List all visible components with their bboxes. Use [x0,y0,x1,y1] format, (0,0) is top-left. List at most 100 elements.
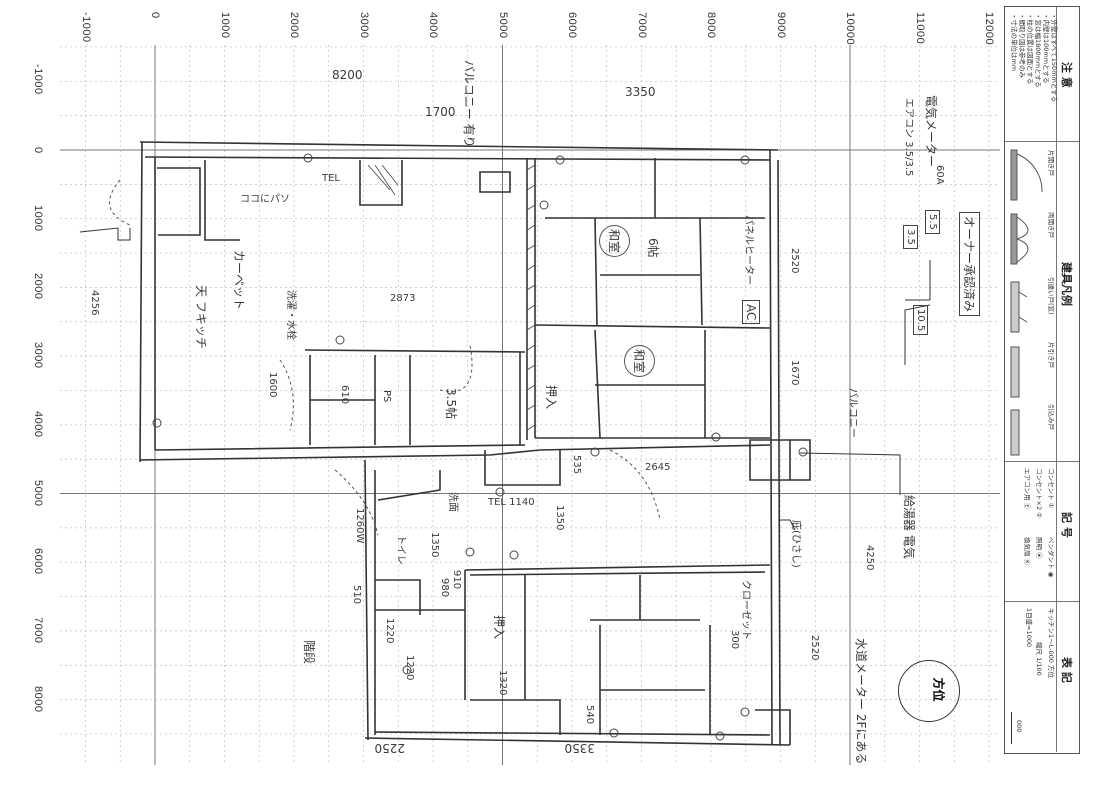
toilet-label: トイレ [395,535,406,565]
entry-closet [157,160,240,241]
scale-bar-label: 000 [1015,720,1023,733]
fitting-item: 両開き戸 [1047,212,1055,238]
dimension-label: 2645 [645,462,671,473]
owner-approved-note: オーナー承認済み [959,212,980,317]
x-tick-label: 5000 [496,12,509,39]
dimension-label: 1320 [497,670,508,696]
x-tick-label: 10000 [844,12,856,46]
value-box: 3.5 [903,225,918,249]
y-tick-label: 1000 [32,204,44,232]
tatami-lines [545,158,765,439]
senmen-label: 洗面 [447,492,458,512]
stair-box [755,709,791,745]
dimension-label: 610 [339,385,350,405]
x-tick-label: -1000 [79,12,92,43]
aircon-note: エアコン 3.5/3.5 [903,98,914,177]
notes-title: 注 意 [1060,62,1073,88]
dimension-label: 910 [451,570,462,590]
tatami-size-label: 6帖 [646,238,660,258]
panel-heater-label: パネルヒーター [743,215,754,285]
tel-label: TEL 1140 [488,497,535,508]
y-tick-label: 3000 [32,342,44,369]
ps-label: PS [381,390,392,403]
carpet-label: カーペット [232,250,246,311]
dimension-label: 4250 [864,545,875,571]
y-tick-label: 4000 [32,410,44,438]
leader-lines [79,227,931,531]
x-tick-label: 9000 [774,12,787,39]
symbol-item: ペンダント ◉ [1047,537,1055,578]
dimension-label: 535 [571,455,582,475]
symbols-section: 記 号 コンセント ① コンセント×2 ② エアコン用 Ⓔ ペンダント ◉ 照明… [1005,462,1079,602]
symbol-item: コンセント×2 ② [1035,468,1043,518]
lower-rooms [464,564,771,735]
notation-item: 縮尺 1/100 [1035,642,1043,676]
dimension-label: 2520 [809,635,820,661]
hatching [367,164,536,431]
electric-meter-note: 電気メーター [924,95,938,168]
y-tick-label: 7000 [32,616,44,644]
ac-label: AC [742,300,760,325]
dimension-label: 1260W [354,508,365,544]
x-tick-label: 2000 [288,12,300,39]
balcony-note: バルコニー 有り [462,60,476,148]
x-tick-label: 6000 [566,12,578,39]
x-tick-label: 0 [149,12,161,19]
fitting-item: 片引き戸 [1047,342,1055,368]
dimension-label: 1670 [789,360,800,386]
symbols-title: 記 号 [1060,512,1073,538]
x-tick-label: 1000 [218,12,231,39]
y-tick-label: 5000 [32,479,44,506]
walls [139,141,811,746]
value-box: 5.5 [925,210,940,234]
outlet-symbols [152,153,808,741]
room-size-label: 3.5帖 [444,388,458,420]
eaves-label: 庇(ひさし) [790,520,801,568]
right-wall [769,149,781,746]
upper-bottom-wall [139,444,771,461]
x-tick-label: 12000 [983,12,995,46]
water-heater-label: 給湯器 電気 [902,495,916,559]
dimension-label: 1220 [384,618,395,644]
y-tick-label: 6000 [32,548,44,575]
notes-section: 注 意 ・外壁はすべて150mmとする ・内壁は100mmとする ・窓は幅180… [1005,7,1079,142]
notation-section: 表 記 キッチン1～L-000 方位 1目盛=1000 縮尺 1/100 000 [1005,602,1079,752]
notation-item: キッチン1～L-000 方位 [1047,608,1055,678]
fitting-symbols [1010,149,1043,456]
legend-panel: 注 意 ・外壁はすべて150mmとする ・内壁は100mmとする ・窓は幅180… [1004,6,1080,754]
dimension-label: 1700 [425,105,456,119]
note-item: ・内壁は100mmとする [1042,13,1050,84]
grid-lines [60,45,1000,765]
note-item: ・間取り図は参考のみ [1018,13,1026,78]
x-tick-label: 3000 [357,12,370,39]
oshiire-label: 押入 [492,615,506,640]
note-item: ・柱の位置は図面とする [1026,13,1034,85]
dimension-label: 1600 [267,372,278,398]
notation-title: 表 記 [1060,657,1073,683]
y-tick-label: -1000 [32,63,44,95]
x-tick-label: 7000 [635,12,648,39]
lower-left-wall [364,459,376,741]
dimension-label: 2250 [374,741,405,755]
pc-note: ココにパソ [240,194,290,205]
tel-label: TEL [322,173,340,184]
y-tick-label: 0 [32,146,44,154]
water-meter-note: 水道メーター 2Fにある [854,638,868,765]
dimension-label: 4256 [89,290,100,316]
note-item: ・窓は幅1800mmとする [1034,13,1042,88]
room-divider [534,324,771,439]
note-item: ・外壁はすべて150mmとする [1050,13,1058,103]
hatched-wall [526,158,536,440]
stairs-label: 階段 [302,640,316,665]
balcony-label: バルコニー [847,388,858,438]
dimension-label: 300 [729,630,740,650]
stove [479,171,511,193]
dimension-label: 540 [584,705,595,725]
y-tick-label: 8000 [32,685,44,713]
symbol-item: エアコン用 Ⓔ [1023,468,1031,510]
fittings-section: 建具凡例 片開き戸 両開き戸 引違い戸(窓) 片引き戸 引込み戸 [1005,142,1079,462]
compass-circle: 方位 [898,660,960,722]
amperage-label: 60A [934,165,945,185]
symbol-item: コンセント ① [1047,468,1055,509]
fitting-item: 引込み戸 [1047,404,1055,430]
